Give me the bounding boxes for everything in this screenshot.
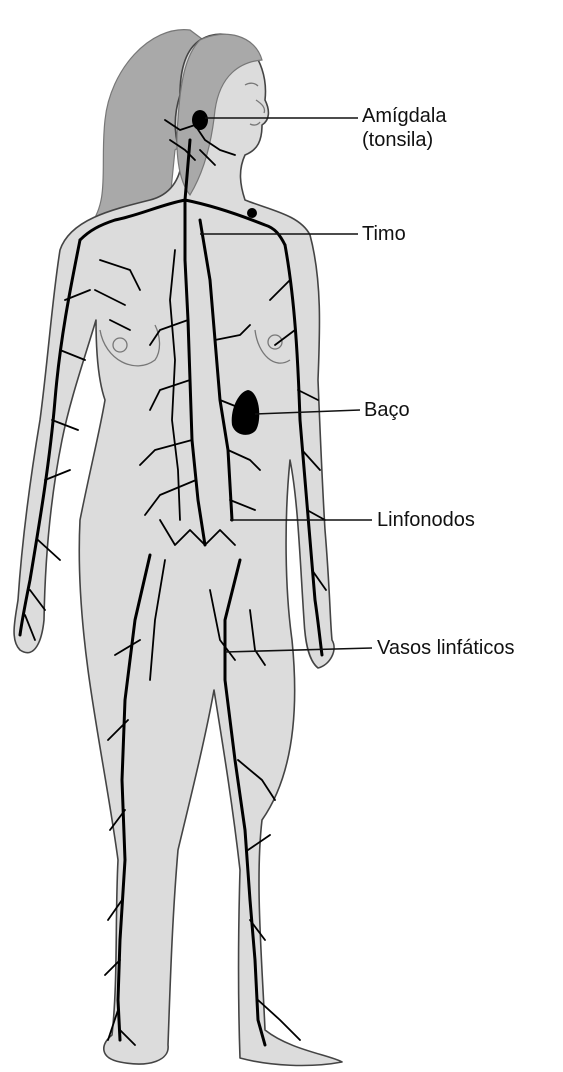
label-amigdala: Amígdala (tonsila) [362, 104, 447, 152]
tonsil-organ [192, 110, 208, 130]
body-silhouette [14, 34, 342, 1065]
label-amigdala-line2: (tonsila) [362, 128, 447, 152]
label-baco: Baço [364, 398, 410, 422]
label-linfonodos: Linfonodos [377, 508, 475, 532]
label-timo: Timo [362, 222, 406, 246]
label-amigdala-line1: Amígdala [362, 104, 447, 128]
thymus-organ [247, 208, 257, 218]
label-vasos-linfaticos: Vasos linfáticos [377, 636, 514, 660]
